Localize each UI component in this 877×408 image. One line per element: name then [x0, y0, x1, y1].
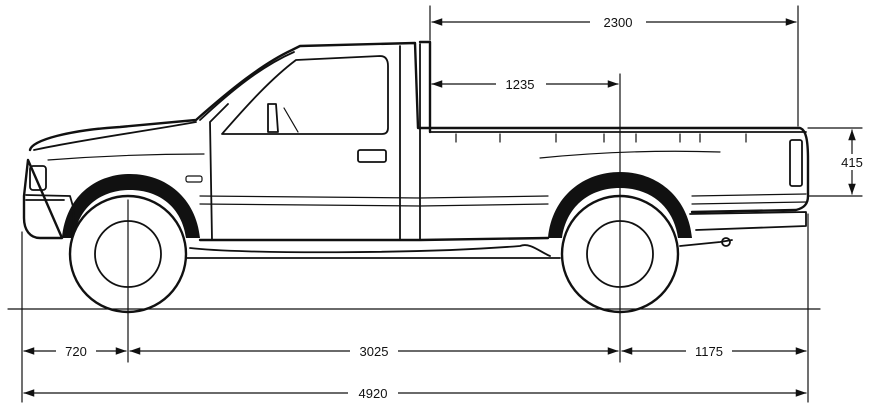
dim-cab-to-axle: 1235 [431, 76, 619, 92]
dim-overall-length: 4920 [23, 385, 807, 401]
dim-front-overhang: 720 [23, 343, 127, 359]
dim-bed-length: 2300 [431, 14, 797, 30]
dim-rear-overhang-label: 1175 [695, 344, 723, 359]
side-window [221, 55, 389, 135]
side-mirror [267, 103, 279, 133]
rear-wheel-arch [548, 172, 692, 238]
bed-tie-down-hooks [455, 133, 747, 143]
side-marker [185, 175, 203, 183]
headlight [29, 165, 47, 191]
wiper [283, 107, 299, 133]
dim-bed-length-label: 2300 [604, 15, 633, 30]
front-bumper [25, 194, 75, 239]
dim-cab-to-axle-label: 1235 [506, 77, 535, 92]
cab-door [209, 43, 421, 241]
windshield [199, 51, 295, 121]
taillight [789, 139, 803, 187]
dim-wheelbase-label: 3025 [360, 344, 389, 359]
tow-hitch [721, 237, 731, 247]
underbody [185, 239, 733, 259]
dim-overall-length-label: 4920 [359, 386, 388, 401]
truck-side-view [22, 40, 810, 314]
dim-rear-overhang: 1175 [621, 343, 807, 359]
rear-bumper [689, 211, 807, 231]
hood-line [33, 121, 197, 151]
door-handle [357, 149, 387, 163]
bed-headboard [418, 40, 432, 134]
dim-bed-height: 415 [838, 129, 868, 195]
dim-wheelbase: 3025 [129, 343, 619, 359]
reference-lines [7, 5, 863, 403]
dim-bed-height-label: 415 [841, 155, 863, 170]
front-wheel-arch [62, 174, 200, 238]
dim-front-overhang-label: 720 [65, 344, 87, 359]
